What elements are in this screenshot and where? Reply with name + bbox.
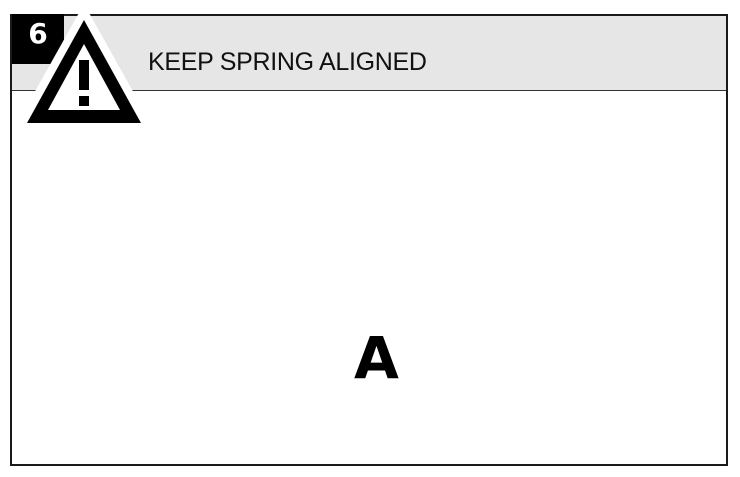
step-title: KEEP SPRING ALIGNED [148, 48, 427, 76]
callout-label-a: A [354, 324, 399, 392]
step-number: 6 [28, 17, 48, 50]
header-band [12, 16, 726, 91]
